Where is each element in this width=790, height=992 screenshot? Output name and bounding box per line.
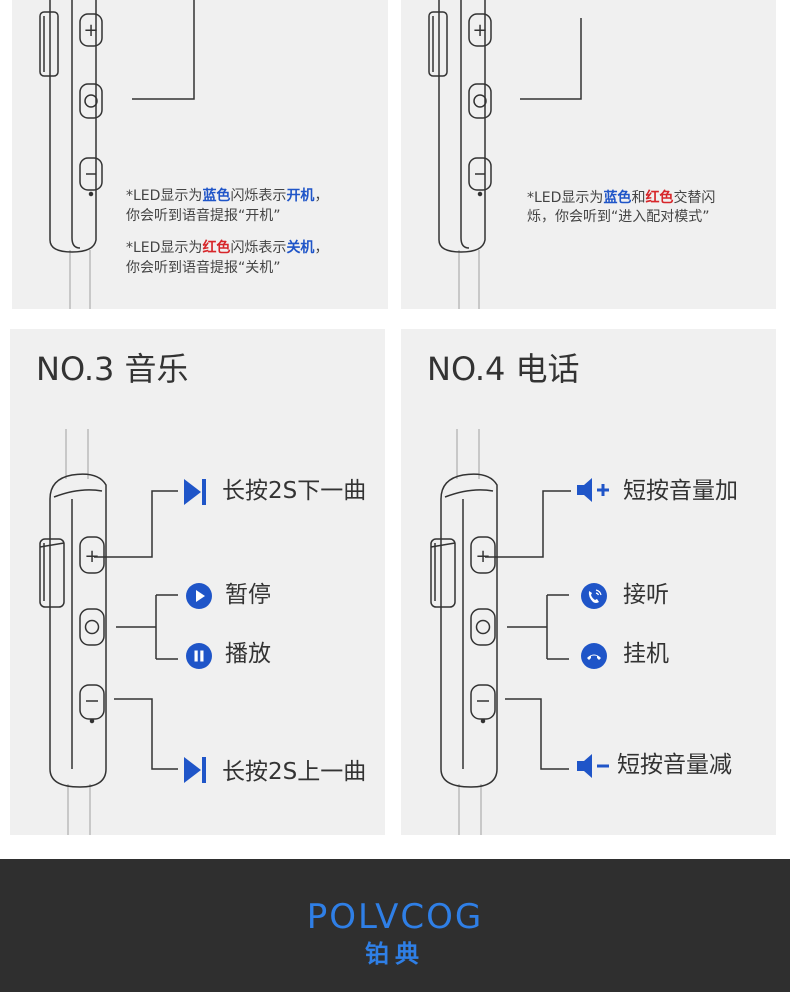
brand-logo: POLVCOG (306, 897, 484, 937)
power-off-voice: 你会听到语音提报“关机” (126, 260, 281, 276)
volume-up-label: 短按音量加 (623, 478, 738, 504)
pairing-note: *LED显示为蓝色和红色交替闪 (527, 190, 716, 206)
brand-name-cn: 铂典 (365, 940, 425, 968)
hang-up-icon (581, 643, 607, 669)
remote-illustration: + (39, 429, 178, 835)
volume-down-label: 短按音量减 (617, 752, 732, 778)
pairing-voice: 烁，你会听到“进入配对模式” (527, 209, 710, 225)
play-circle-icon (186, 583, 212, 609)
volume-down-icon (577, 754, 609, 778)
pause-circle-icon (186, 643, 212, 669)
answer-label: 接听 (623, 582, 669, 608)
play-label: 播放 (225, 641, 271, 667)
pause-label: 暂停 (225, 582, 271, 608)
svg-text:+: + (475, 546, 490, 567)
phone-panel: NO.4 电话 + 短按音量加 (401, 329, 776, 835)
svg-text:+: + (83, 20, 98, 41)
previous-track-label: 长按2S上一曲 (222, 759, 367, 785)
next-track-label: 长按2S下一曲 (222, 478, 367, 504)
remote-illustration: + (430, 429, 571, 835)
answer-call-icon (581, 583, 607, 609)
svg-text:+: + (472, 20, 487, 41)
power-on-note: *LED显示为蓝色闪烁表示开机， (126, 188, 329, 204)
volume-up-icon (577, 478, 609, 502)
svg-text:+: + (84, 546, 99, 567)
next-track-icon (184, 479, 206, 505)
remote-illustration: + (428, 0, 582, 309)
power-panel: + *LED显示为蓝色闪烁表示开机， 你会听到语音提报“开机” *LED显示为红… (12, 0, 388, 309)
music-title: NO.3 音乐 (36, 350, 189, 388)
power-off-note: *LED显示为红色闪烁表示关机， (126, 240, 329, 256)
footer: POLVCOG 铂典 (0, 859, 790, 992)
pairing-panel: + *LED显示为蓝色和红色交替闪 烁，你会听到“进入配对模式” (401, 0, 776, 309)
previous-track-icon (184, 757, 206, 783)
hang-up-label: 挂机 (623, 641, 669, 667)
power-on-voice: 你会听到语音提报“开机” (126, 208, 281, 224)
music-panel: NO.3 音乐 + (10, 329, 385, 835)
remote-illustration: + (39, 0, 195, 309)
phone-title: NO.4 电话 (427, 350, 580, 388)
